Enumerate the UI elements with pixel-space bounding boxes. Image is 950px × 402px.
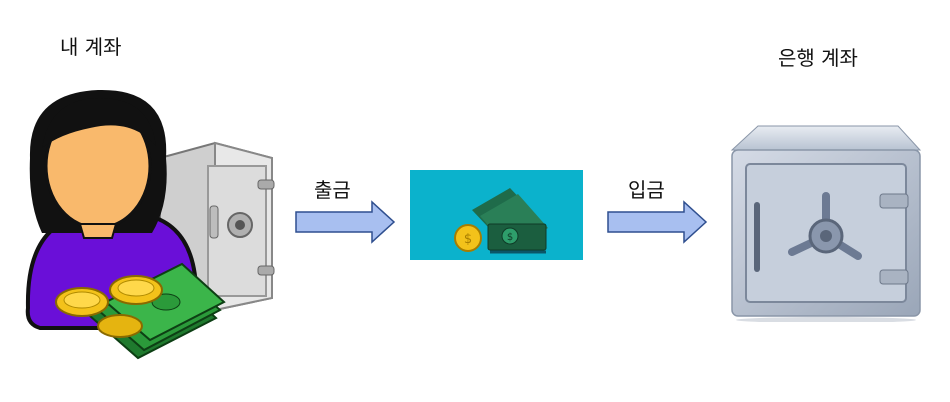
deposit-arrow-icon [606,200,708,244]
my-account-label: 내 계좌 [60,35,122,59]
person-with-cash-icon [20,88,285,363]
coins-icon [55,275,163,338]
svg-text:$: $ [507,232,513,243]
bank-vault-icon [728,124,928,322]
cash-bundle-icon: $ $ [410,170,583,260]
withdraw-label: 출금 [314,178,351,202]
svg-text:$: $ [464,232,472,247]
withdraw-arrow-icon [294,200,396,244]
bank-account-label: 은행 계좌 [778,46,858,70]
deposit-label: 입금 [628,178,665,202]
